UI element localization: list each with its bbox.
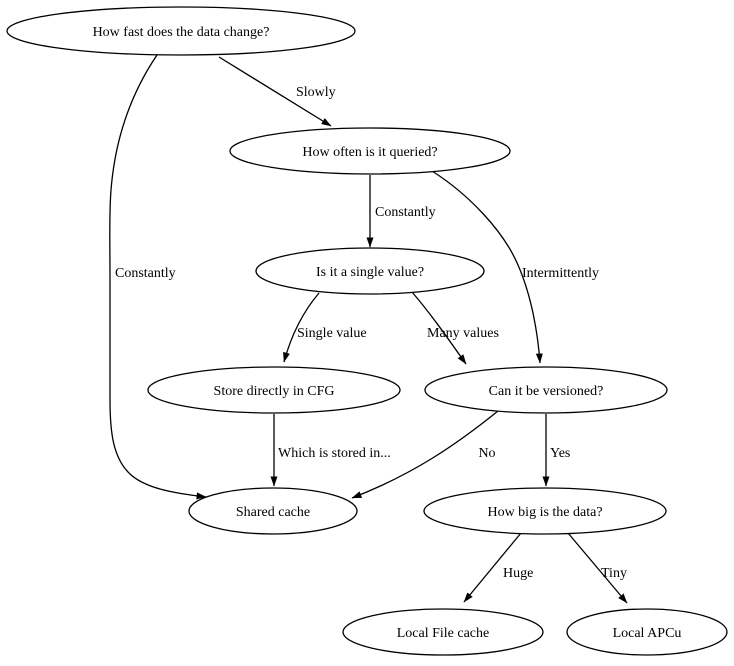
edge-big-to-apcu: [567, 532, 628, 604]
node-label: Shared cache: [236, 505, 310, 520]
node-how-often-queried: How often is it queried?: [229, 127, 511, 175]
edge-fast-to-queried: [218, 56, 332, 127]
node-label: How often is it queried?: [302, 145, 437, 160]
node-shape: [188, 487, 358, 535]
node-label: Can it be versioned?: [489, 384, 604, 399]
node-label: Is it a single value?: [316, 265, 424, 280]
node-single-value-question: Is it a single value?: [255, 247, 485, 295]
edge-label-yes: Yes: [550, 446, 570, 461]
edge-big-to-file: [463, 532, 522, 603]
node-can-it-be-versioned: Can it be versioned?: [424, 366, 668, 414]
node-label: Local File cache: [397, 626, 490, 641]
edge-label-constantly-mid: Constantly: [375, 205, 436, 220]
node-shape: [342, 608, 544, 656]
edge-single-to-cfg: [283, 292, 320, 363]
node-shape: [229, 127, 511, 175]
node-label: How big is the data?: [487, 505, 602, 520]
node-local-file-cache: Local File cache: [342, 608, 544, 656]
edge-label-many-values: Many values: [427, 326, 499, 341]
node-shape: [255, 247, 485, 295]
node-local-apcu: Local APCu: [566, 608, 728, 656]
edge-label-huge: Huge: [503, 566, 533, 581]
node-store-directly-cfg: Store directly in CFG: [147, 366, 401, 414]
nodes: How fast does the data change? How often…: [6, 6, 728, 656]
edge-single-to-versioned: [411, 291, 467, 365]
node-shape: [566, 608, 728, 656]
node-shape: [423, 487, 667, 535]
edges: Slowly Constantly Constantly Intermitten…: [109, 54, 628, 604]
node-how-big-is-data: How big is the data?: [423, 487, 667, 535]
edge-label-slowly: Slowly: [296, 85, 336, 100]
node-shared-cache: Shared cache: [188, 487, 358, 535]
edge-label-intermittently: Intermittently: [522, 266, 599, 281]
edge-fast-to-shared: [109, 54, 207, 500]
node-shape: [424, 366, 668, 414]
node-shape: [6, 6, 356, 56]
edge-label-stored-in: Which is stored in...: [278, 446, 391, 461]
node-label: Local APCu: [613, 626, 682, 641]
node-shape: [147, 366, 401, 414]
edge-versioned-to-shared: [351, 410, 499, 499]
edge-queried-to-versioned: [431, 170, 543, 364]
node-label: Store directly in CFG: [214, 384, 335, 399]
node-label: How fast does the data change?: [93, 25, 270, 40]
edge-label-tiny: Tiny: [601, 566, 627, 581]
edge-label-no: No: [478, 446, 495, 461]
node-how-fast-data-change: How fast does the data change?: [6, 6, 356, 56]
edge-label-constantly-left: Constantly: [115, 266, 176, 281]
edge-label-single-value: Single value: [297, 326, 367, 341]
